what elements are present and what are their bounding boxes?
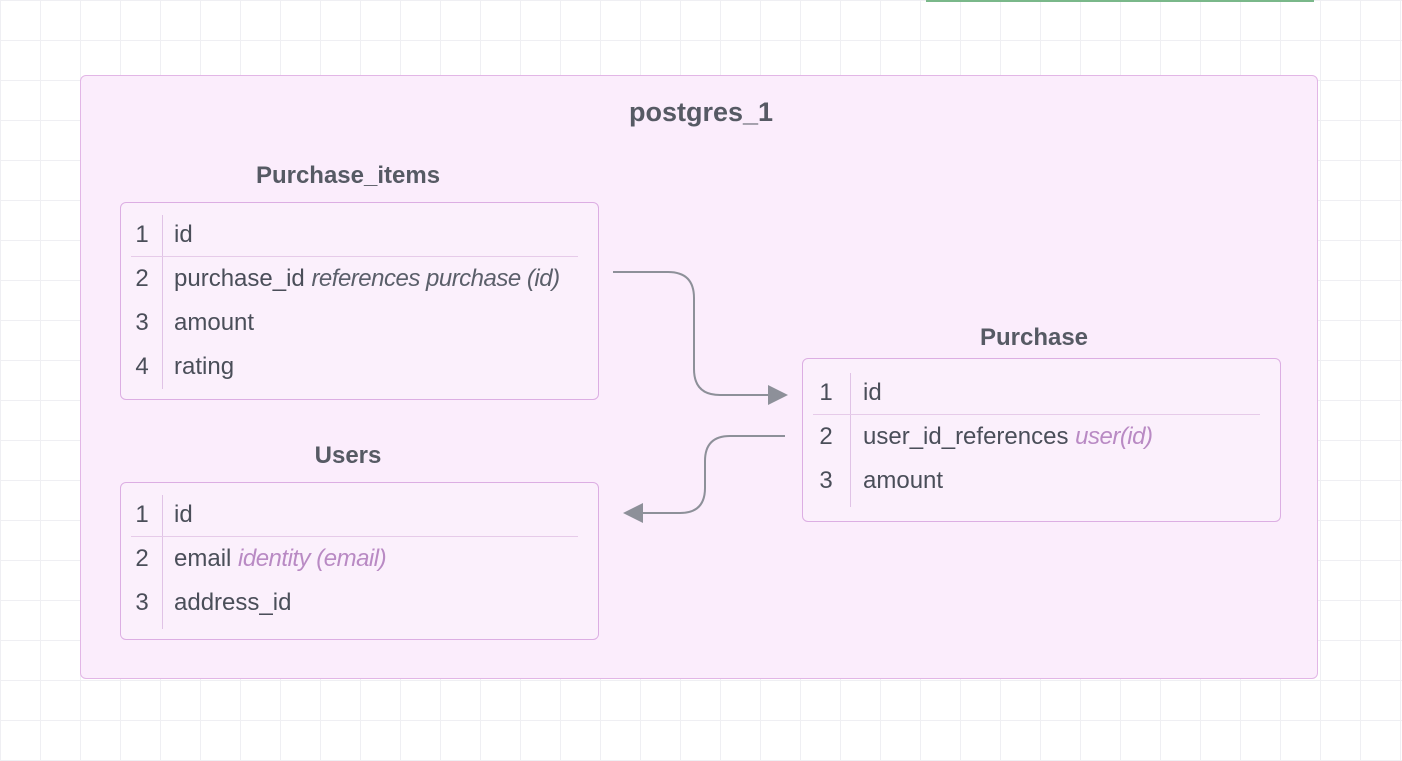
field-number: 2 (135, 265, 149, 292)
table-title-purchase: Purchase (979, 324, 1089, 351)
field-row[interactable]: 4 rating (121, 346, 598, 390)
arrowhead-icon (768, 385, 788, 405)
field-name: id (174, 221, 193, 249)
field-number: 3 (135, 309, 149, 336)
number-column-divider (162, 495, 163, 629)
field-name: rating (174, 353, 234, 381)
field-number: 1 (135, 501, 149, 528)
table-purchase-items[interactable]: 1 id 2 purchase_id references purchase (… (120, 202, 599, 400)
field-number: 2 (819, 423, 833, 450)
field-row[interactable]: 2 purchase_id references purchase (id) (121, 258, 598, 302)
field-name: purchase_id references purchase (id) (174, 265, 560, 293)
table-title-purchase-items: Purchase_items (255, 162, 441, 189)
edge-purchase-to-users[interactable] (642, 435, 785, 514)
field-name-text: address_id (174, 589, 292, 616)
field-row[interactable]: 3 amount (121, 302, 598, 346)
field-name: email identity (email) (174, 545, 387, 573)
field-name-text: amount (174, 309, 255, 336)
header-row-divider (813, 414, 1260, 415)
field-name-text: id (863, 379, 882, 406)
field-name-text: email (174, 545, 232, 572)
header-row-divider (131, 536, 578, 537)
field-name: user_id_references user(id) (863, 423, 1153, 451)
field-note: identity (email) (238, 545, 387, 572)
table-purchase[interactable]: 1 id 2 user_id_references user(id) 3 amo… (802, 358, 1281, 522)
field-name-text: rating (174, 353, 235, 380)
field-row[interactable]: 1 id (803, 372, 1280, 416)
field-number: 3 (819, 467, 833, 494)
field-name: amount (174, 309, 254, 337)
number-column-divider (850, 373, 851, 507)
field-name-text: amount (863, 467, 944, 494)
field-number: 4 (135, 353, 149, 380)
field-row[interactable]: 1 id (121, 494, 598, 538)
header-row-divider (131, 256, 578, 257)
group-title: postgres_1 (628, 97, 774, 127)
field-row[interactable]: 2 email identity (email) (121, 538, 598, 582)
canvas-top-edge-strip (926, 0, 1314, 2)
field-row[interactable]: 3 address_id (121, 582, 598, 626)
field-name-text: user_id_references (863, 423, 1069, 450)
field-name-text: id (174, 501, 193, 528)
field-name: amount (863, 467, 943, 495)
field-name: address_id (174, 589, 291, 617)
table-title-users: Users (314, 442, 382, 469)
field-name: id (174, 501, 193, 529)
field-name-text: id (174, 221, 193, 248)
field-name: id (863, 379, 882, 407)
field-row[interactable]: 2 user_id_references user(id) (803, 416, 1280, 460)
number-column-divider (162, 215, 163, 389)
table-users[interactable]: 1 id 2 email identity (email) 3 address_… (120, 482, 599, 640)
arrowhead-icon (623, 503, 643, 523)
field-note: references purchase (id) (311, 265, 560, 292)
field-row[interactable]: 1 id (121, 214, 598, 258)
field-note: user(id) (1075, 423, 1153, 450)
field-number: 3 (135, 589, 149, 616)
field-name-text: purchase_id (174, 265, 305, 292)
field-row[interactable]: 3 amount (803, 460, 1280, 504)
field-number: 1 (135, 221, 149, 248)
edge-purchase-items-to-purchase[interactable] (613, 271, 770, 396)
field-number: 1 (819, 379, 833, 406)
field-number: 2 (135, 545, 149, 572)
